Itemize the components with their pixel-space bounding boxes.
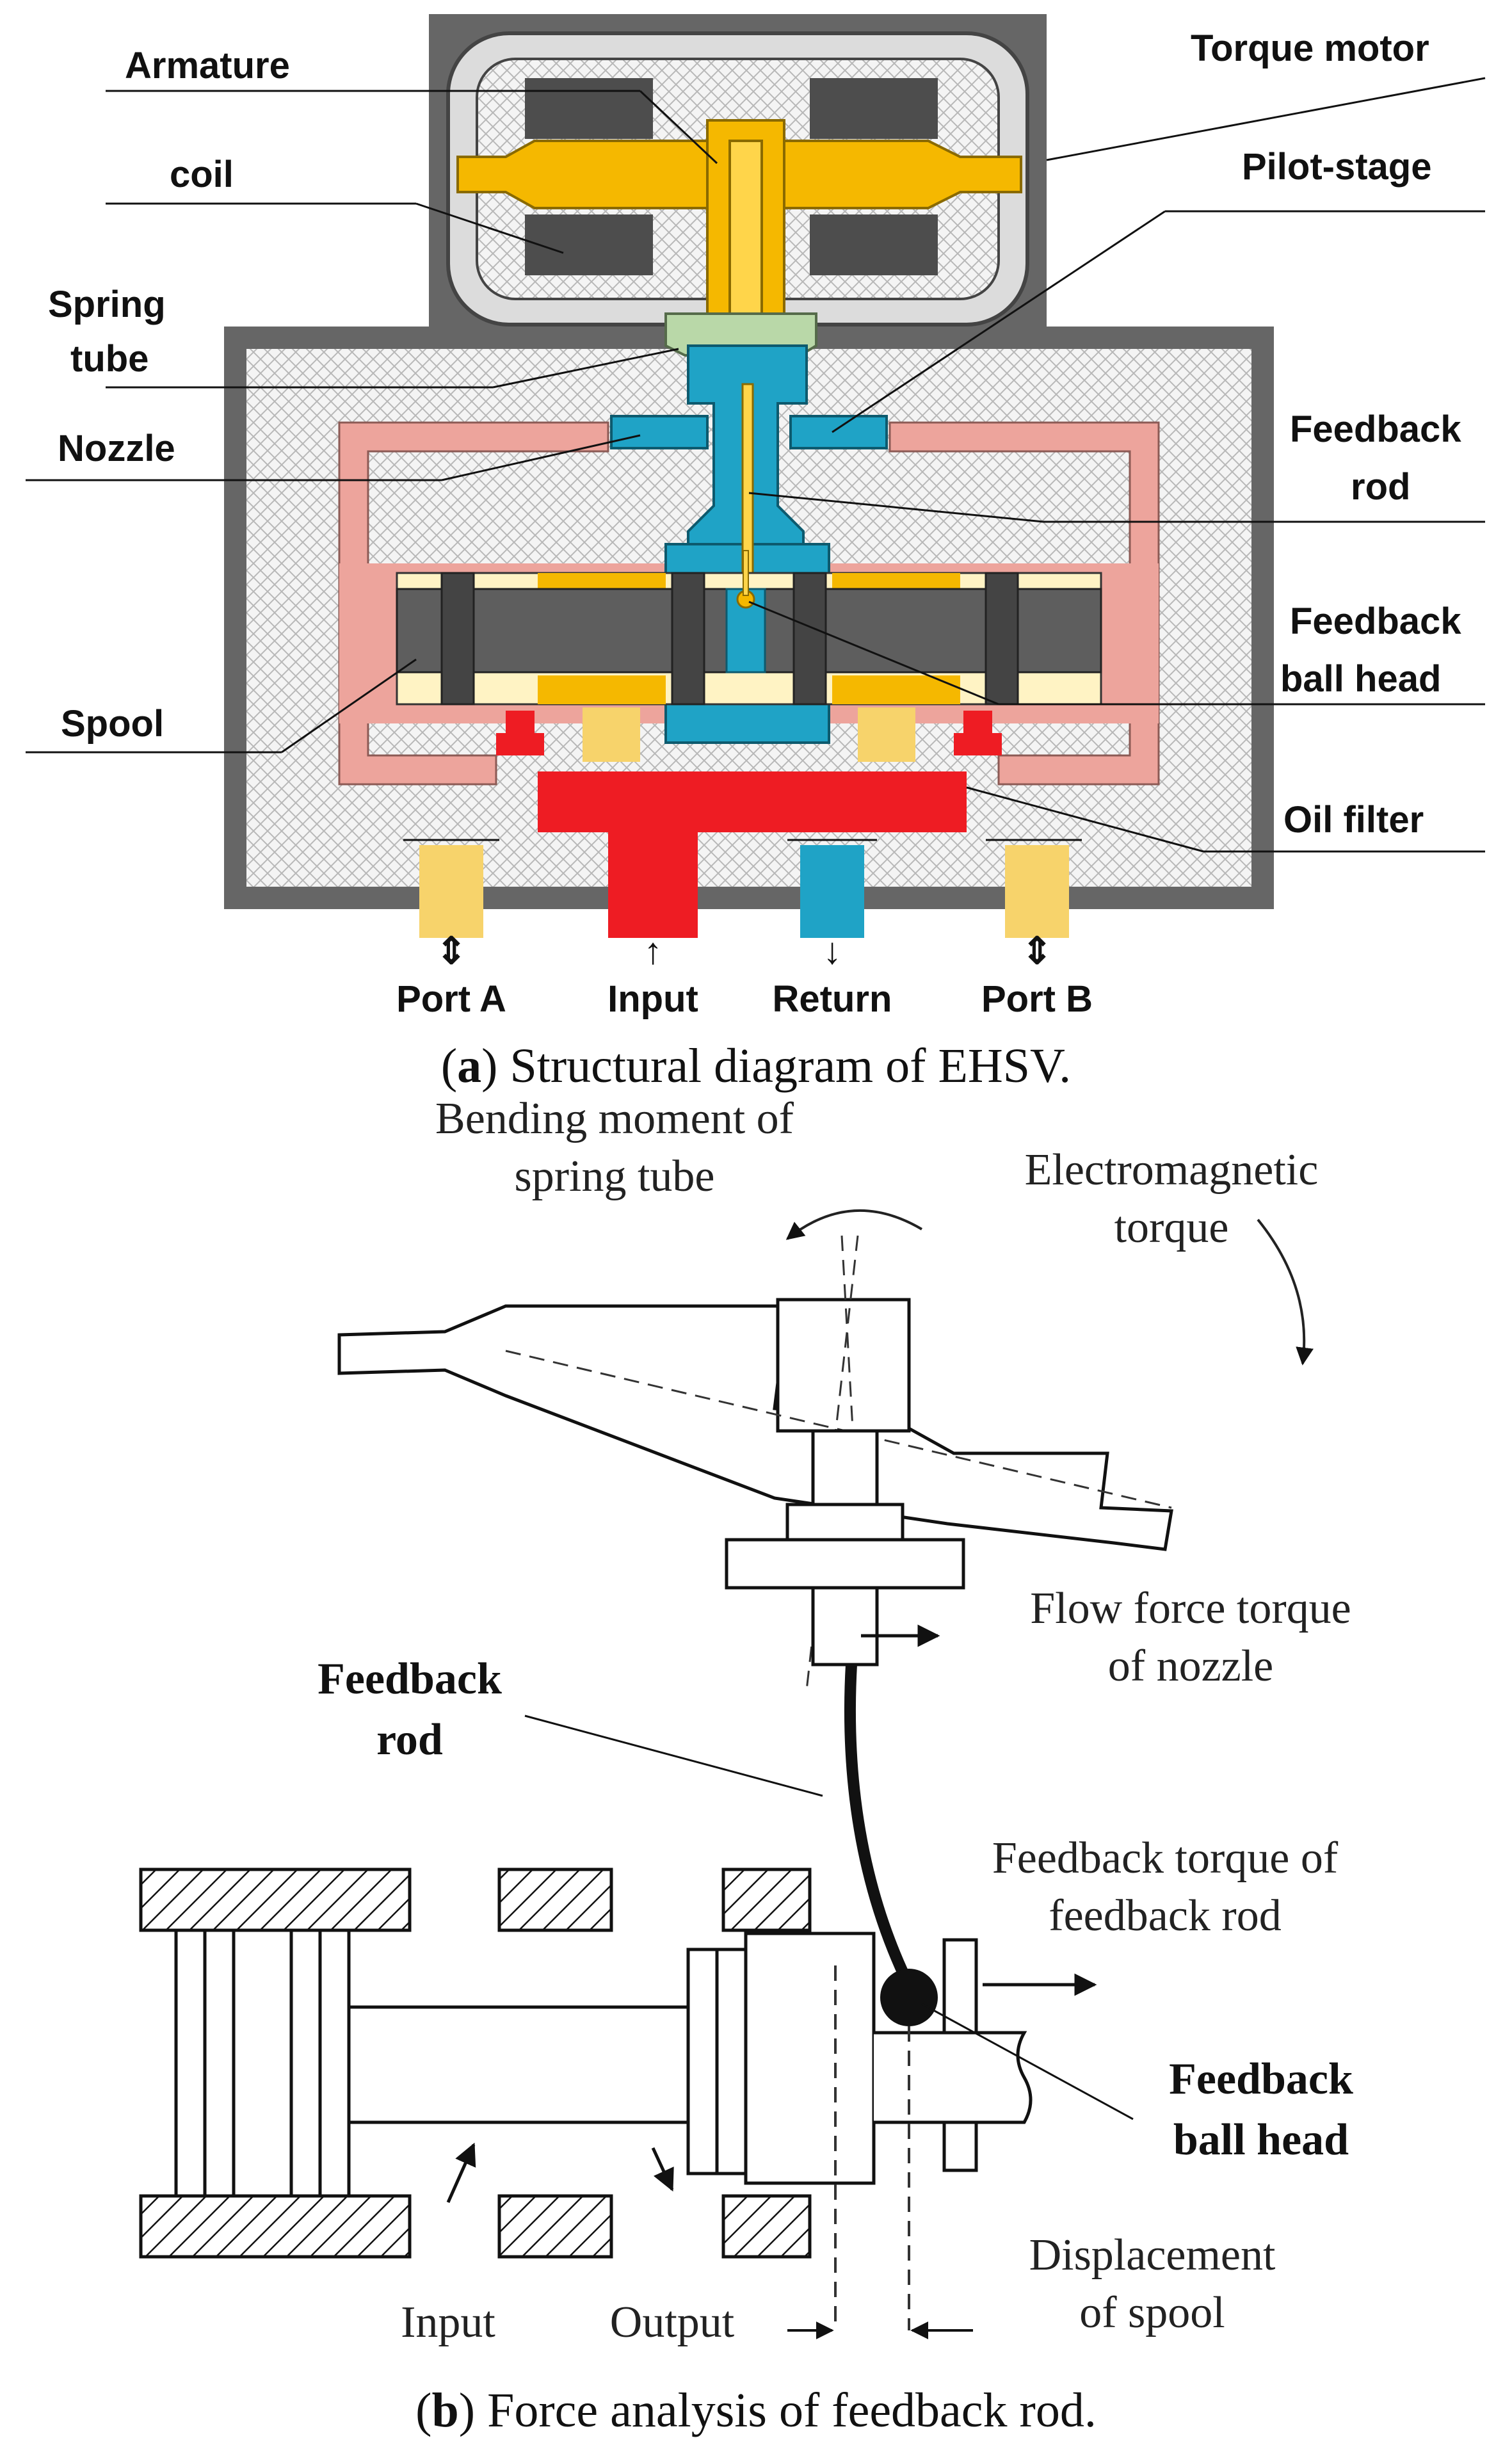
spool-body-b [139, 1868, 1033, 2330]
caption-a-letter: a [457, 1039, 481, 1093]
label-fb-torque-line1: Feedback torque of [992, 1834, 1339, 1883]
label-flow-line1: Flow force torque [1030, 1584, 1351, 1633]
label-bending-line2: spring tube [514, 1152, 714, 1201]
label-disp-line1: Displacement [1029, 2231, 1276, 2280]
return-label: Return [773, 978, 892, 1020]
spool-shape [396, 550, 1102, 762]
label-feedback-rod-line2: rod [1351, 466, 1410, 508]
tilted-armature [337, 1235, 1173, 1691]
feedback-ball [880, 1969, 938, 2026]
label-flow-line2: of nozzle [1108, 1642, 1273, 1691]
feedback-rod-curve [844, 1664, 908, 1974]
coil-blocks [525, 78, 938, 275]
port-b-label: Port B [981, 978, 1093, 1020]
force-arrows [446, 1209, 1314, 2339]
caption-b-text: Force analysis of feedback rod. [475, 2384, 1097, 2437]
caption-b: (b) Force analysis of feedback rod. [415, 2384, 1097, 2437]
label-em-line2: torque [1114, 1203, 1229, 1252]
return-arrow: ↓ [823, 930, 842, 972]
label-oil-filter: Oil filter [1283, 799, 1424, 841]
input-label: Input [607, 978, 698, 1020]
leader-lines-a [26, 77, 1486, 853]
label-input-b: Input [401, 2298, 495, 2347]
label-bending-line1: Bending moment of [435, 1094, 794, 1143]
label-torque-motor: Torque motor [1191, 28, 1429, 69]
port-a-label: Port A [396, 978, 506, 1020]
label-nozzle: Nozzle [58, 428, 175, 469]
label-spring-tube-line1: Spring [48, 284, 166, 325]
label-spool: Spool [61, 703, 164, 745]
input-supply-shape [403, 771, 1082, 938]
caption-a-text: Structural diagram of EHSV. [497, 1039, 1071, 1093]
caption-b-letter: b [431, 2384, 458, 2437]
label-feedback-ball-line1: Feedback [1290, 601, 1461, 642]
label-coil: coil [170, 154, 234, 195]
label-feedback-rod-line1: Feedback [1290, 408, 1461, 450]
label-disp-line2: of spool [1079, 2288, 1225, 2337]
label-fb-ball-line1: Feedback [1169, 2054, 1353, 2104]
caption-a: (a) Structural diagram of EHSV. [441, 1039, 1071, 1093]
label-pilot-stage: Pilot-stage [1242, 146, 1432, 188]
spring-tube-stack [725, 1429, 965, 1666]
label-fb-rod-line1: Feedback [318, 1654, 502, 1704]
label-fb-rod-line2: rod [376, 1715, 443, 1764]
structural-diagram: Armature coil Spring tube Nozzle Spool T… [26, 14, 1486, 1093]
label-fb-ball-line2: ball head [1173, 2115, 1349, 2165]
port-b-arrow: ⇕ [1022, 930, 1053, 972]
label-spring-tube-line2: tube [70, 338, 149, 380]
port-labels: ⇕ ↑ ↓ ⇕ Port A Input Return Port B [396, 930, 1093, 1020]
label-armature: Armature [125, 45, 290, 86]
label-fb-torque-line2: feedback rod [1049, 1891, 1281, 1941]
label-output-b: Output [610, 2298, 735, 2347]
port-a-arrow: ⇕ [436, 930, 467, 972]
input-arrow: ↑ [644, 930, 663, 972]
label-feedback-ball-line2: ball head [1280, 658, 1441, 700]
force-analysis-diagram: Bending moment of spring tube Electromag… [139, 1094, 1353, 2437]
label-em-line1: Electromagnetic [1025, 1145, 1319, 1195]
